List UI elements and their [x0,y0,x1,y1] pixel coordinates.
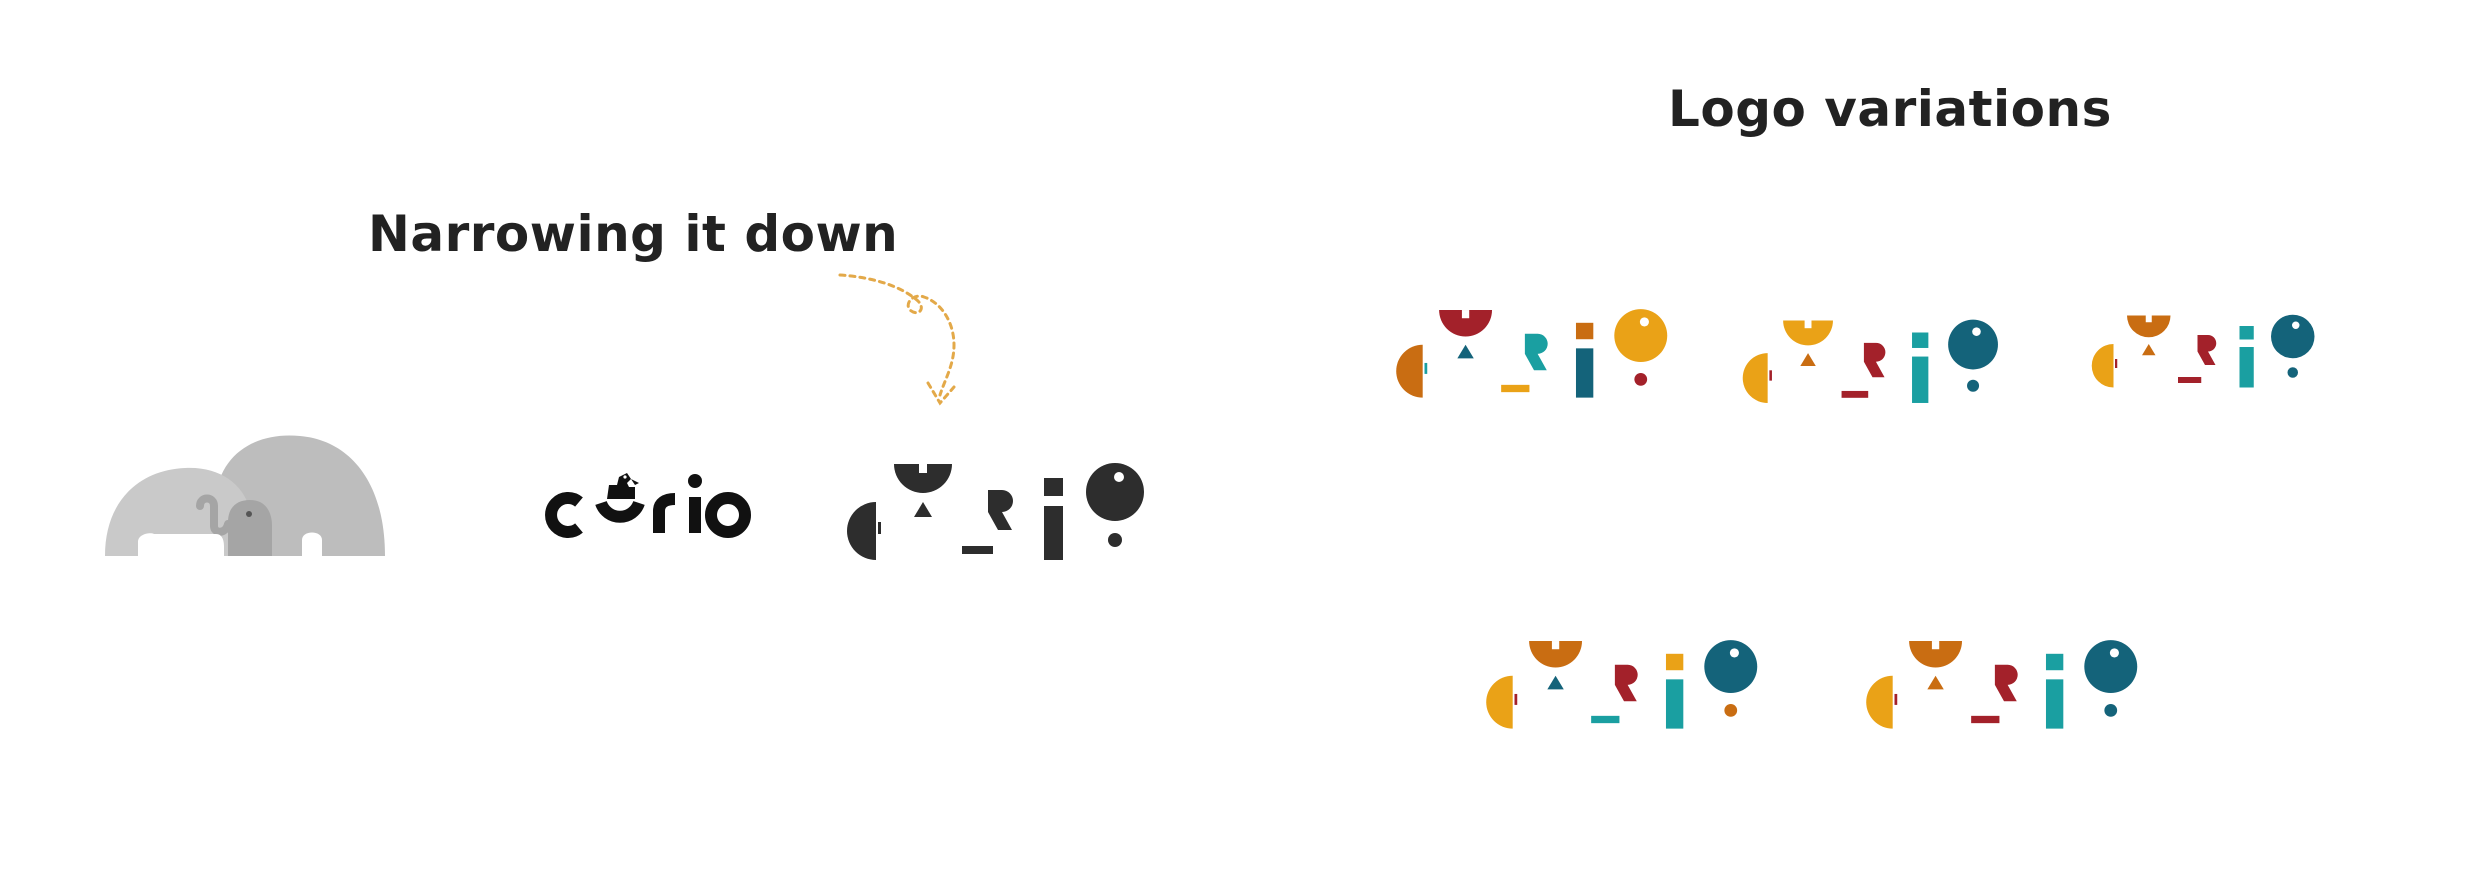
variations-heading: Logo variations [1668,80,2112,138]
rocking-horse-icon [607,473,639,499]
logo-variation-4 [1486,640,1758,729]
letter-r [962,490,1013,554]
logo-variation-5 [1866,640,2138,729]
narrowing-heading: Narrowing it down [368,205,899,263]
elephant-pair-icon [105,435,385,556]
curio-wordmark [545,473,751,538]
dotted-arrow-icon [838,273,956,406]
logo-variation-1 [1396,309,1668,398]
letter-i [1044,478,1063,560]
logo-variation-2 [1742,319,1998,403]
letter-o [1086,463,1144,547]
logo-variation-3 [2091,314,2315,388]
letter-c [847,502,881,560]
letter-u [894,464,952,517]
dark-geometric-logo [847,463,1144,560]
